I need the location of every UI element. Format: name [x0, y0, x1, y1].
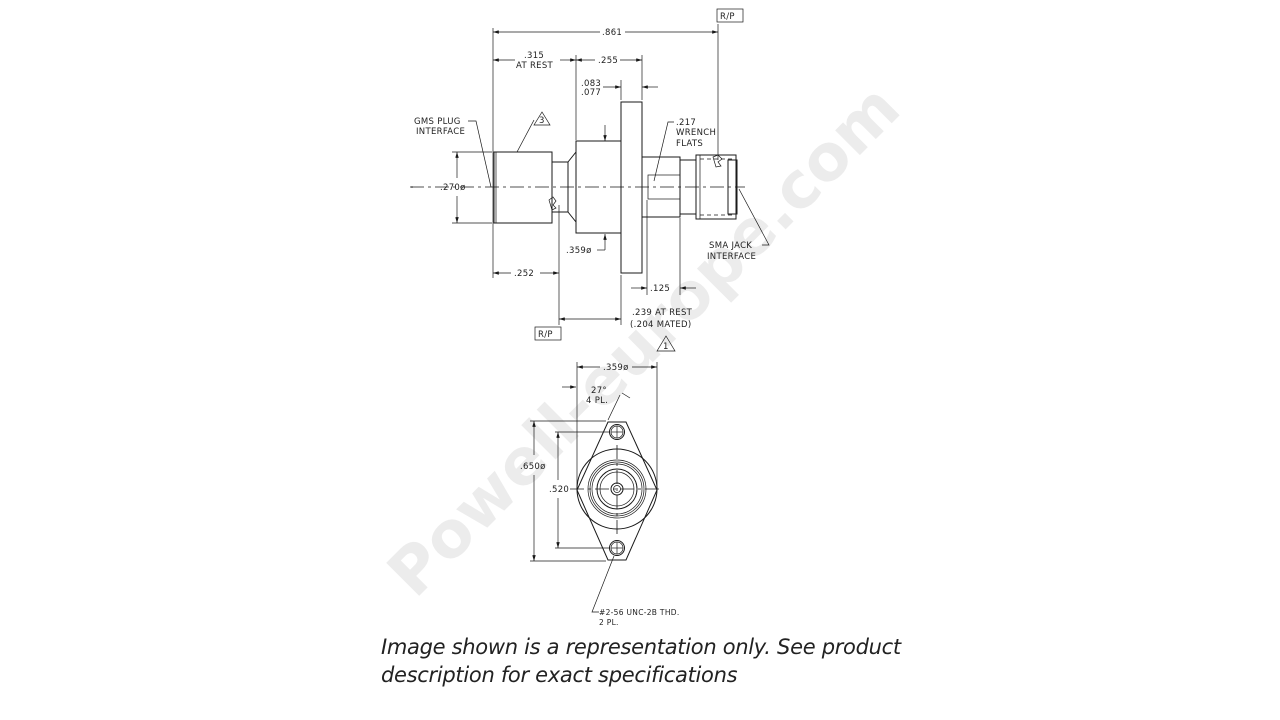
dim-flange-diameter: .650ø	[520, 462, 546, 472]
dim-plug-length-note: AT REST	[516, 61, 554, 71]
callout-gms-plug-interface: GMS PLUG INTERFACE	[414, 117, 492, 188]
dim-angle: 27°	[591, 386, 607, 396]
plug-body	[493, 151, 553, 224]
svg-text:1: 1	[663, 342, 669, 352]
svg-text:3: 3	[539, 116, 545, 126]
dim-plug-length: .315	[524, 51, 544, 61]
dim-plug-diameter: .270ø	[440, 183, 466, 193]
dim-rp-flange-rest: .239 AT REST	[632, 308, 693, 318]
note-1-triangle-icon: 1	[656, 335, 676, 352]
dim-body-length: .255	[598, 56, 618, 66]
dim-hole-spacing: .520	[549, 485, 569, 495]
dim-flange-min: .077	[581, 88, 601, 98]
dim-rp-flange-mated: (.204 MATED)	[630, 320, 691, 330]
rp-label-bottom: R/P	[534, 326, 562, 341]
disclaimer-caption: Image shown is a representation only. Se…	[381, 635, 901, 687]
svg-text:R/P: R/P	[538, 330, 553, 340]
mounting-hole-bottom	[609, 540, 625, 556]
svg-text:WRENCH: WRENCH	[676, 128, 716, 138]
dim-angle-qty: 4 PL.	[586, 396, 608, 406]
svg-text:2 PL.: 2 PL.	[599, 618, 619, 627]
svg-text:SMA JACK: SMA JACK	[709, 241, 752, 251]
note-3-triangle-icon: 3	[516, 111, 551, 153]
callout-sma-jack-interface: SMA JACK INTERFACE	[707, 188, 770, 262]
rp-label-top: R/P	[716, 8, 744, 23]
side-view: .861 .315 AT REST .255 .083 .077 .270ø .…	[410, 8, 770, 352]
callout-wrench-flats: .217 WRENCH FLATS	[653, 118, 716, 182]
svg-text:FLATS: FLATS	[676, 139, 703, 149]
dim-body-diameter: .359ø	[566, 246, 592, 256]
dim-overall-length: .861	[602, 28, 622, 38]
sma-thread-section	[695, 154, 737, 220]
dim-flange-max: .083	[581, 79, 601, 89]
callout-thread: #2-56 UNC-2B THD. 2 PL.	[591, 555, 680, 627]
flange	[620, 101, 643, 274]
svg-text:R/P: R/P	[720, 12, 735, 22]
dim-plug-to-rp: .252	[514, 269, 534, 279]
mounting-hole-top	[609, 424, 625, 440]
plug-neck	[551, 161, 569, 213]
front-view: .359ø 27° 4 PL. .650ø .520 #2-56 UNC-2B …	[520, 362, 680, 627]
svg-text:INTERFACE: INTERFACE	[707, 252, 756, 262]
svg-text:.217: .217	[676, 118, 696, 128]
dim-flat-offset: .125	[650, 284, 670, 294]
svg-text:INTERFACE: INTERFACE	[416, 127, 465, 137]
svg-text:GMS PLUG: GMS PLUG	[414, 117, 461, 127]
svg-text:#2-56 UNC-2B THD.: #2-56 UNC-2B THD.	[599, 608, 680, 617]
dim-front-body-diameter: .359ø	[603, 363, 629, 373]
